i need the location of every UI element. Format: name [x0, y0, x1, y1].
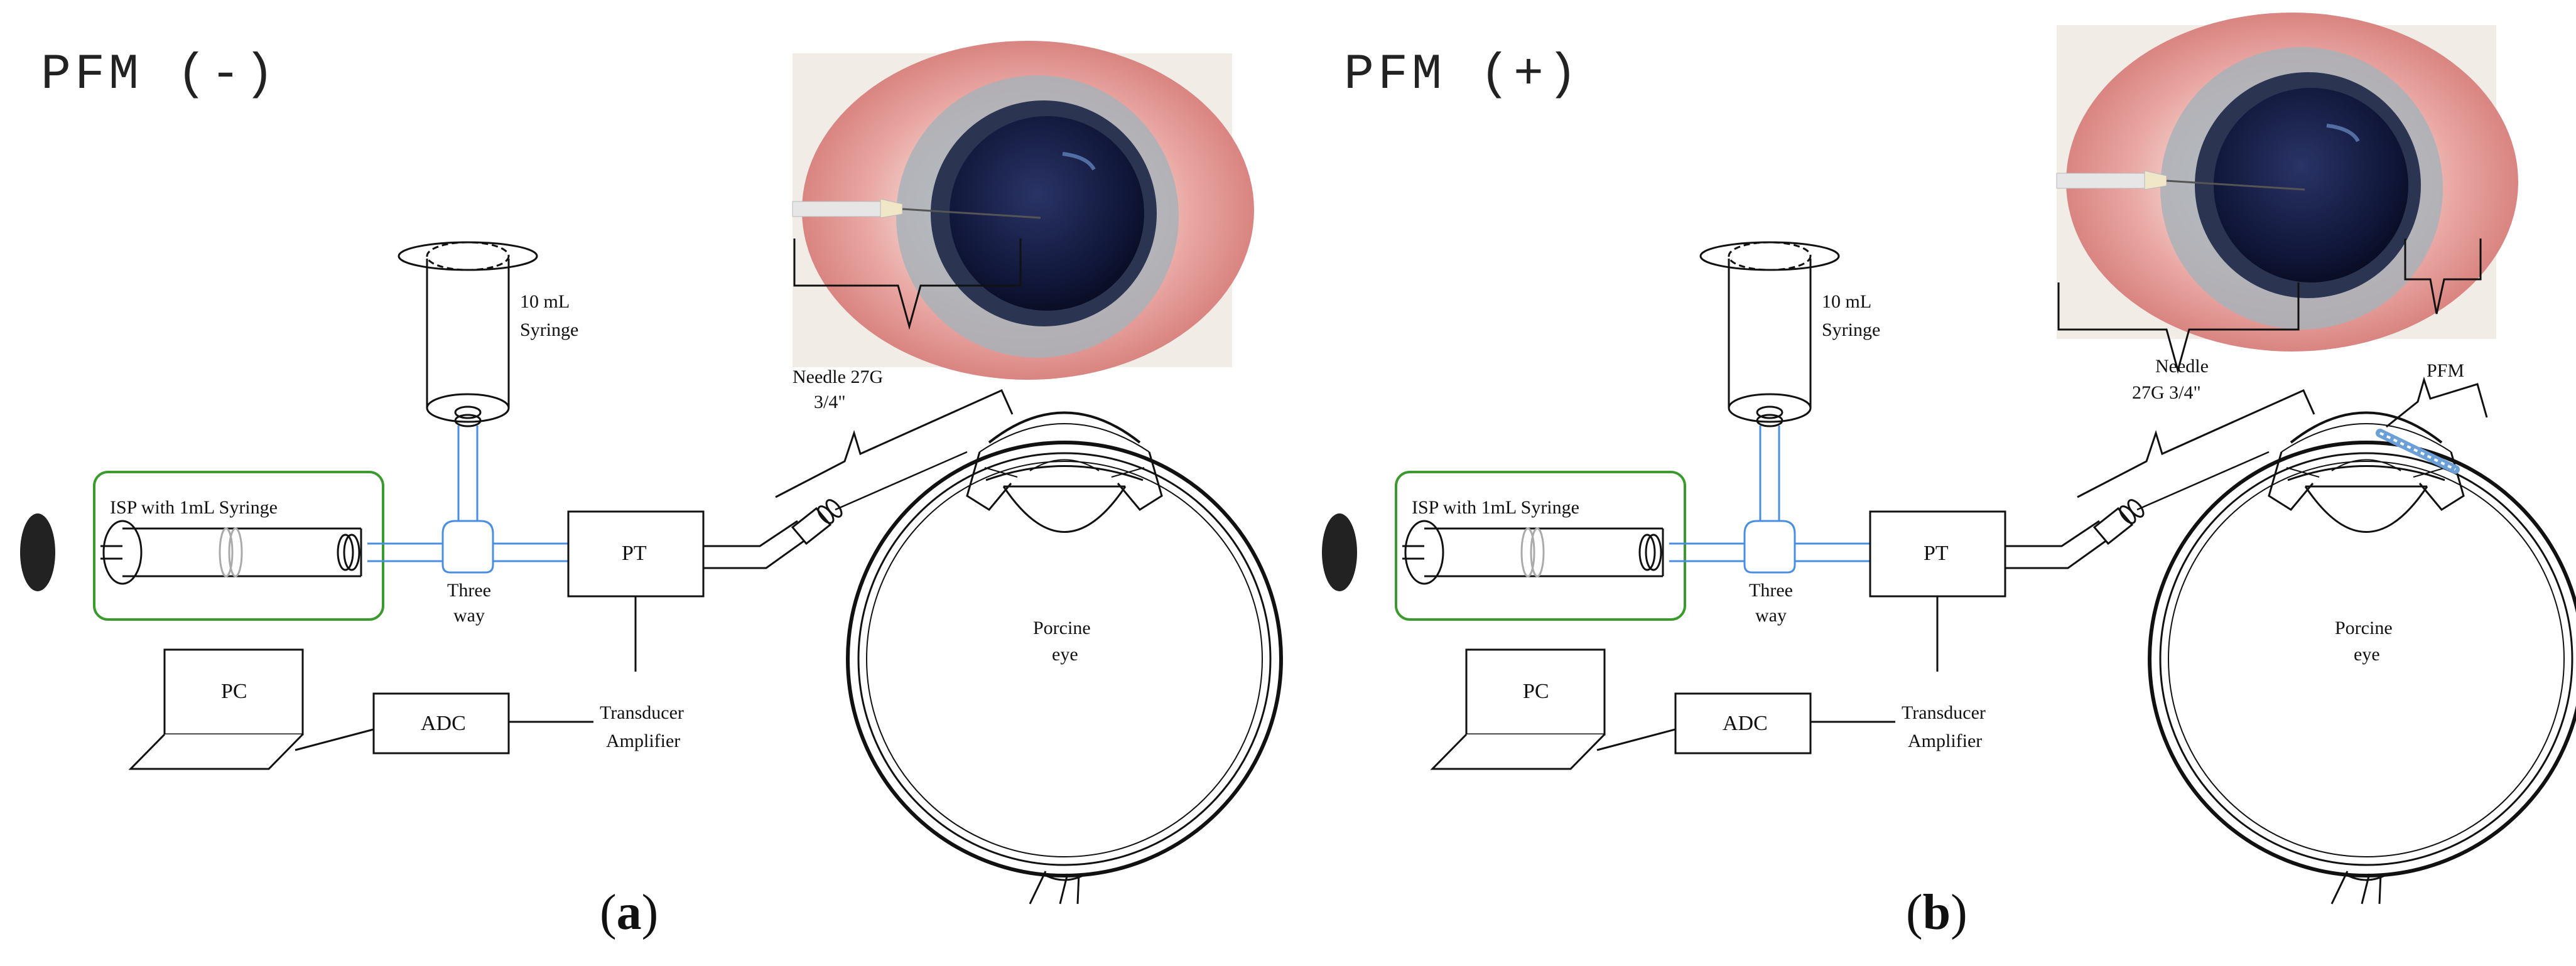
panel-a-letter: (a): [600, 885, 658, 940]
syringe-10ml-label-1: 10 mL: [1822, 291, 1871, 312]
pfm-label: PFM: [2427, 360, 2464, 381]
pt-label: PT: [1924, 542, 1949, 565]
panel-b-photo-brace-needle: [2057, 282, 2300, 374]
pc-label: PC: [1523, 680, 1549, 703]
eye-label-2: eye: [2354, 644, 2380, 665]
panel-b-title: PFM (+): [1344, 46, 1581, 104]
needle-label-1: Needle: [2155, 356, 2209, 377]
panel-b-schematic: [1322, 242, 2576, 904]
eye-label-1: Porcine: [1033, 618, 1091, 638]
panel-a: PFM (-) ISP with 1mL Syringe 10 mL Syrin…: [20, 41, 1281, 940]
panel-b-letter-text: b: [1923, 885, 1951, 940]
panel-a-labels: ISP with 1mL Syringe 10 mL Syringe Three…: [110, 291, 1091, 751]
eye-label-1: Porcine: [2335, 618, 2393, 638]
transducer-label-1: Transducer: [1902, 702, 1986, 723]
eye-label-2: eye: [1052, 644, 1078, 665]
syringe-10ml-label-2: Syringe: [1822, 319, 1880, 340]
panel-a-eye-photo: [793, 41, 1254, 380]
syringe-10ml-label-2: Syringe: [520, 319, 578, 340]
isp-label: ISP with 1mL Syringe: [110, 497, 278, 518]
pfm-brace: [2386, 376, 2488, 428]
three-way-label-1: Three: [1749, 580, 1793, 601]
panel-b-photo-brace-pfm: [2404, 239, 2482, 314]
transducer-label-1: Transducer: [600, 702, 684, 723]
panel-b-labels: ISP with 1mL Syringe 10 mL Syringe Three…: [1412, 291, 2464, 751]
three-way-label-2: way: [1755, 605, 1787, 626]
isp-label: ISP with 1mL Syringe: [1412, 497, 1579, 518]
needle-label-1: Needle 27G: [793, 367, 883, 387]
adc-label: ADC: [421, 712, 466, 735]
transducer-label-2: Amplifier: [606, 731, 680, 751]
panel-a-letter-text: a: [617, 885, 642, 940]
panel-a-title: PFM (-): [41, 46, 278, 104]
adc-label: ADC: [1723, 712, 1768, 735]
three-way-label-1: Three: [447, 580, 491, 601]
panel-b: PFM (+) ISP with 1mL Syringe 10 mL Syrin…: [1322, 13, 2576, 940]
needle-label-2: 27G 3/4": [2132, 382, 2201, 403]
pt-label: PT: [622, 542, 647, 565]
three-way-label-2: way: [453, 605, 485, 626]
pc-label: PC: [221, 680, 247, 703]
panel-a-photo-brace: [793, 239, 1022, 330]
transducer-label-2: Amplifier: [1908, 731, 1982, 751]
syringe-10ml-label-1: 10 mL: [520, 291, 570, 312]
needle-label-2: 3/4": [814, 392, 846, 412]
panel-b-eye-photo: [2057, 13, 2518, 352]
pfm-device: [2376, 429, 2460, 474]
panel-b-letter: (b): [1906, 885, 1967, 940]
